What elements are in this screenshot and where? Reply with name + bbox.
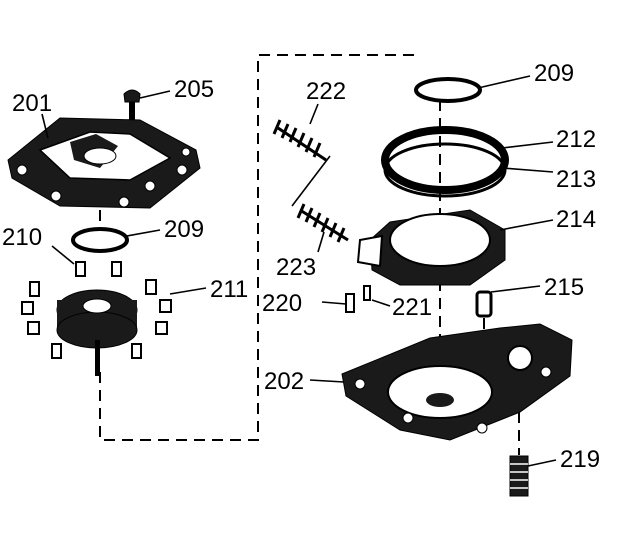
pump-body-202-part bbox=[341, 323, 573, 441]
callout-202: 202 bbox=[264, 368, 305, 395]
ring-209-left-part bbox=[71, 227, 129, 253]
pin-215-part bbox=[475, 290, 493, 318]
assembly-dashed-line bbox=[99, 54, 418, 441]
slide-214-part bbox=[356, 209, 506, 286]
callout-219: 219 bbox=[560, 446, 601, 473]
rotor-211-part bbox=[56, 289, 138, 376]
vanes-211-part bbox=[21, 261, 172, 359]
callout-223: 223 bbox=[276, 254, 317, 281]
callout-205: 205 bbox=[174, 76, 215, 103]
pin-220-part bbox=[345, 293, 355, 313]
callout-213: 213 bbox=[556, 166, 597, 193]
spring-223-part bbox=[296, 203, 349, 243]
callout-209-right: 209 bbox=[534, 60, 575, 87]
callout-209-left: 209 bbox=[164, 216, 205, 243]
ring-209-right-part bbox=[414, 77, 482, 103]
callout-221: 221 bbox=[392, 294, 433, 321]
pin-221-part bbox=[363, 285, 371, 301]
seal-ring-212-part bbox=[381, 126, 509, 198]
bolt-205-part bbox=[123, 89, 141, 130]
pump-cover-201-part bbox=[7, 117, 201, 209]
callout-210: 210 bbox=[2, 224, 43, 251]
callout-222: 222 bbox=[306, 78, 347, 105]
callout-214: 214 bbox=[556, 206, 597, 233]
callout-211: 211 bbox=[210, 276, 249, 303]
callout-212: 212 bbox=[556, 126, 597, 153]
callout-220: 220 bbox=[262, 290, 303, 317]
spring-222-part bbox=[272, 119, 327, 162]
plug-219-part bbox=[509, 455, 529, 497]
callout-201: 201 bbox=[12, 90, 53, 117]
callout-215: 215 bbox=[544, 274, 585, 301]
